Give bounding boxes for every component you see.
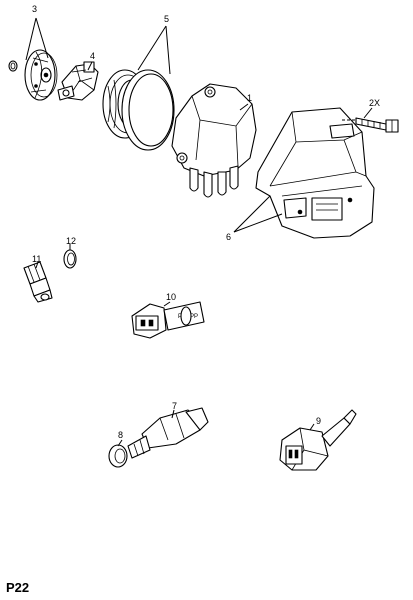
part-3-rotor-disc xyxy=(8,49,58,101)
part-12-o-ring xyxy=(63,249,77,269)
callout-9: 9 xyxy=(316,416,321,426)
part-7-sensor xyxy=(127,407,209,459)
callout-6: 6 xyxy=(226,232,231,242)
callout-labels: 3 4 5 1 2X 6 12 11 10 7 8 9 xyxy=(32,4,380,440)
callout-4: 4 xyxy=(90,51,95,61)
page-code: P22 xyxy=(6,580,29,595)
part-5-seal-rings xyxy=(102,69,175,151)
part-8-washer xyxy=(108,444,128,468)
callout-8: 8 xyxy=(118,430,123,440)
callout-10: 10 xyxy=(166,292,176,302)
callout-2x: 2X xyxy=(369,98,380,108)
callout-1: 1 xyxy=(247,93,252,103)
part-6-ignition-coil-module xyxy=(255,107,375,239)
part-2x-screws xyxy=(342,117,399,133)
callout-5: 5 xyxy=(164,14,169,24)
callout-7: 7 xyxy=(172,401,177,411)
callout-3: 3 xyxy=(32,4,37,14)
callout-11: 11 xyxy=(32,254,41,264)
part-1-distributor-cap xyxy=(171,83,257,198)
part-9-sender xyxy=(279,409,357,471)
leader-lines xyxy=(25,17,373,447)
part-10-sensor: PPPPP xyxy=(131,301,205,339)
callout-12: 12 xyxy=(66,236,76,246)
part-4-pickup-assembly xyxy=(57,61,99,101)
part-11-sensor xyxy=(23,261,53,303)
